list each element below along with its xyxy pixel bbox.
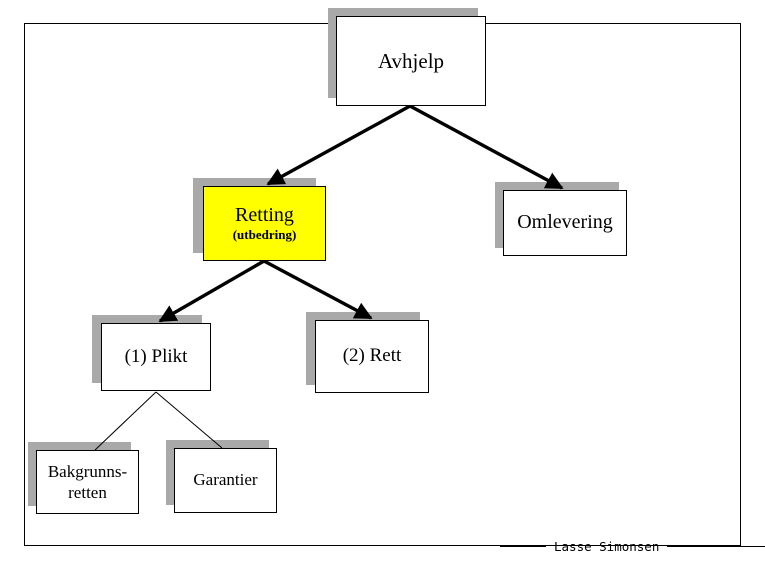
node-bakgrunnsretten[interactable]: Bakgrunns- retten — [36, 450, 139, 514]
footer-rule-right — [667, 545, 765, 547]
node-avhjelp-label: Avhjelp — [377, 48, 445, 73]
node-retting-label: Retting — [235, 204, 294, 227]
node-plikt[interactable]: (1) Plikt — [101, 323, 211, 391]
node-omlevering-label: Omlevering — [517, 211, 613, 234]
node-rett[interactable]: (2) Rett — [315, 320, 429, 393]
node-bakgrunnsretten-label-line2: retten — [68, 483, 107, 502]
node-bakgrunnsretten-label: Bakgrunns- — [47, 461, 128, 481]
footer-signature: Lasse Simonsen — [500, 534, 765, 558]
node-avhjelp[interactable]: Avhjelp — [336, 16, 486, 106]
footer-rule-left — [500, 545, 546, 547]
node-rett-label: (2) Rett — [342, 345, 402, 367]
node-retting-sublabel: (utbedring) — [232, 226, 297, 242]
author-name: Lasse Simonsen — [554, 538, 660, 554]
node-garantier[interactable]: Garantier — [174, 448, 277, 513]
node-garantier-label: Garantier — [193, 470, 258, 490]
node-retting[interactable]: Retting (utbedring) — [203, 186, 326, 261]
node-omlevering[interactable]: Omlevering — [503, 190, 627, 256]
node-plikt-label: (1) Plikt — [124, 345, 188, 367]
